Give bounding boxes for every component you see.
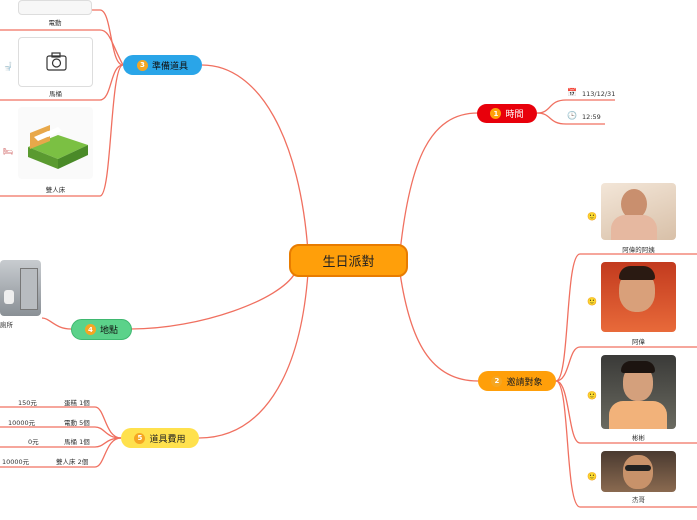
cost-item: 蛋糕 1個 <box>64 399 90 407</box>
branch-number: 5 <box>134 432 146 444</box>
person-name: 阿偉的阿姨 <box>622 246 655 254</box>
branch-number: 2 <box>491 375 503 387</box>
cost-price: 10000元 <box>2 458 30 466</box>
camera-icon <box>46 52 67 71</box>
clock-icon: 🕒 <box>567 111 577 120</box>
branch-prep[interactable]: 3 準備道具 <box>123 55 202 75</box>
bed-illustration <box>28 125 88 169</box>
cost-item: 雙人床 2個 <box>56 458 89 466</box>
face-icon: 🙂 <box>587 391 597 400</box>
person-name: 彬彬 <box>632 434 645 442</box>
bed-image[interactable] <box>18 107 93 179</box>
toilet-image[interactable] <box>18 37 93 87</box>
person-name: 阿偉 <box>632 338 645 346</box>
calendar-icon: 📅 <box>567 88 577 97</box>
branch-cost[interactable]: 5 道具費用 <box>121 428 199 448</box>
place-item: 廁所 <box>0 321 13 329</box>
person-photo[interactable] <box>601 451 676 492</box>
branch-number: 1 <box>490 108 502 119</box>
person-name: 杰哥 <box>632 496 645 504</box>
restroom-photo[interactable] <box>0 260 41 316</box>
face-icon: 🙂 <box>587 212 597 221</box>
branch-place[interactable]: 4 地點 <box>71 319 132 340</box>
branch-time-label: 時間 <box>505 110 524 120</box>
branch-place-label: 地點 <box>99 326 118 336</box>
cost-price: 10000元 <box>8 419 36 427</box>
central-topic-label: 生日派對 <box>322 255 375 270</box>
prep-item-name: 電動 <box>48 19 62 27</box>
branch-time[interactable]: 1 時間 <box>477 104 537 123</box>
face-icon: 🙂 <box>587 472 597 481</box>
central-topic[interactable]: 生日派對 <box>289 244 408 277</box>
person-photo[interactable] <box>601 355 676 429</box>
branch-prep-label: 準備道具 <box>151 61 188 72</box>
cost-price: 150元 <box>18 399 37 407</box>
face-icon: 🙂 <box>587 297 597 306</box>
prep-item-name: 雙人床 <box>45 186 66 194</box>
branch-invite-label: 邀請對象 <box>506 377 543 388</box>
branch-cost-label: 道具費用 <box>149 434 186 445</box>
bed-icon: 🛏 <box>3 147 14 156</box>
branch-number: 3 <box>136 59 148 71</box>
date-value: 113/12/31 <box>582 90 616 98</box>
time-value: 12:59 <box>582 113 601 121</box>
cost-item: 電動 5個 <box>64 419 90 427</box>
cost-price: 0元 <box>28 438 39 446</box>
person-photo[interactable] <box>601 183 676 240</box>
person-photo[interactable] <box>601 262 676 332</box>
cost-item: 馬桶 1個 <box>64 438 90 446</box>
toilet-icon: 🚽 <box>3 62 13 71</box>
branch-number: 4 <box>84 324 96 335</box>
prep-item-name: 馬桶 <box>49 90 62 98</box>
branch-invite[interactable]: 2 邀請對象 <box>478 371 556 391</box>
gamepad-image[interactable] <box>18 0 92 15</box>
